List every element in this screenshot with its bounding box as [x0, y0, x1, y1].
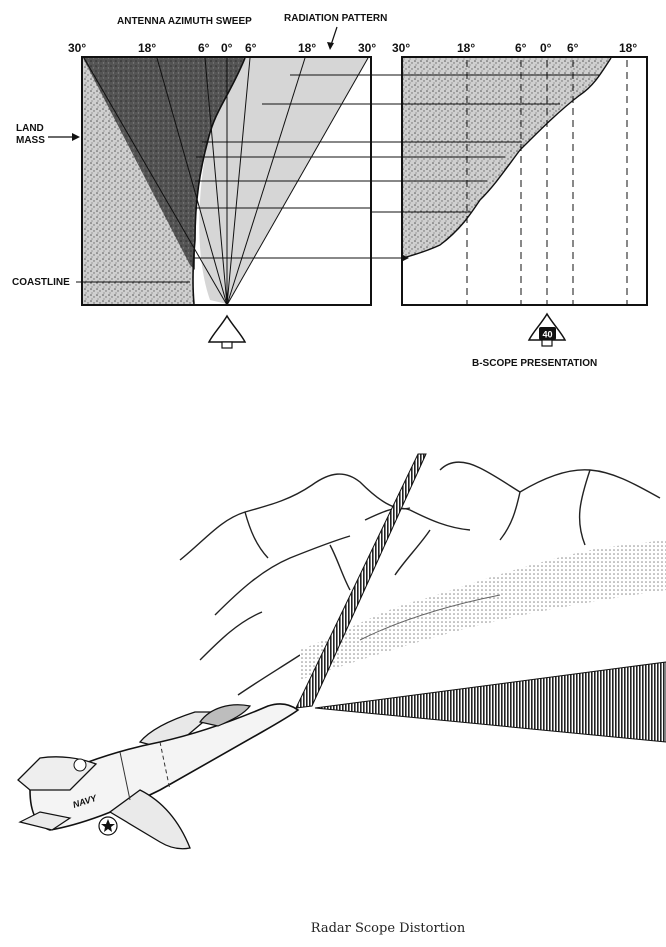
left-scale-0: 0°: [221, 41, 233, 55]
bscope-panel: [371, 56, 648, 306]
left-degree-scale: 30° 18° 6° 0° 6° 18° 30°: [68, 41, 376, 55]
mountain-range: [179, 461, 661, 696]
plan-view-panel: [81, 56, 372, 306]
right-scale-18-left: 18°: [457, 41, 475, 55]
left-scale-18-right: 18°: [298, 41, 316, 55]
bscope-coastline: [402, 57, 612, 259]
valley-ridge-line: [359, 594, 501, 641]
bscope-azimuth-markers: [466, 60, 628, 304]
right-scale-30: 30°: [392, 41, 410, 55]
radiation-pattern-arrowhead: [327, 42, 334, 50]
left-scale-6-right: 6°: [245, 41, 257, 55]
antenna-azimuth-sweep-label: ANTENNA AZIMUTH SWEEP: [117, 16, 252, 27]
range-lines-left: [194, 74, 371, 259]
canopy: [198, 704, 252, 727]
right-scale-6-right: 6°: [567, 41, 579, 55]
land-mass-arrowhead: [72, 133, 80, 141]
land-mass-label-line2: MASS: [16, 135, 45, 146]
valley-terrain: [300, 540, 666, 680]
left-scale-30-right: 30°: [358, 41, 376, 55]
left-scale-6-left: 6°: [198, 41, 210, 55]
coastline-label: COASTLINE: [12, 277, 70, 288]
fuselage: [29, 703, 300, 831]
bscope-land-return: [403, 58, 611, 258]
top-diagram: ANTENNA AZIMUTH SWEEP RADIATION PATTERN: [12, 13, 648, 369]
left-scale-30-left: 30°: [68, 41, 86, 55]
bscope-indicator: 40: [527, 312, 567, 347]
right-scale-0: 0°: [540, 41, 552, 55]
elevation-beam-fan: [295, 453, 427, 709]
aircraft: NAVY: [17, 703, 300, 850]
indicator-badge: [539, 327, 556, 340]
right-scale-6-left: 6°: [515, 41, 527, 55]
figure-caption: Radar Scope Distortion: [311, 921, 466, 936]
near-wing: [108, 789, 191, 850]
azimuth-beam-fan: [314, 661, 666, 743]
indicator-value: 40: [542, 330, 552, 340]
radiation-pattern-label: RADIATION PATTERN: [284, 13, 387, 24]
bottom-illustration: NAVY: [17, 453, 666, 850]
azimuth-sweep-wedge: [83, 58, 245, 270]
left-scale-18-left: 18°: [138, 41, 156, 55]
roundel-far: [73, 758, 87, 772]
coastline-line: [192, 57, 246, 305]
bscope-range-arrowhead: [401, 254, 409, 262]
bscope-presentation-label: B-SCOPE PRESENTATION: [472, 358, 597, 369]
range-lines-right: [371, 74, 600, 259]
right-scale-18-right: 18°: [619, 41, 637, 55]
antenna-symbol: [207, 314, 247, 349]
bscope-degree-scale: 30° 18° 6° 0° 6° 18°: [392, 41, 637, 55]
land-mass-label-line1: LAND: [16, 123, 44, 134]
